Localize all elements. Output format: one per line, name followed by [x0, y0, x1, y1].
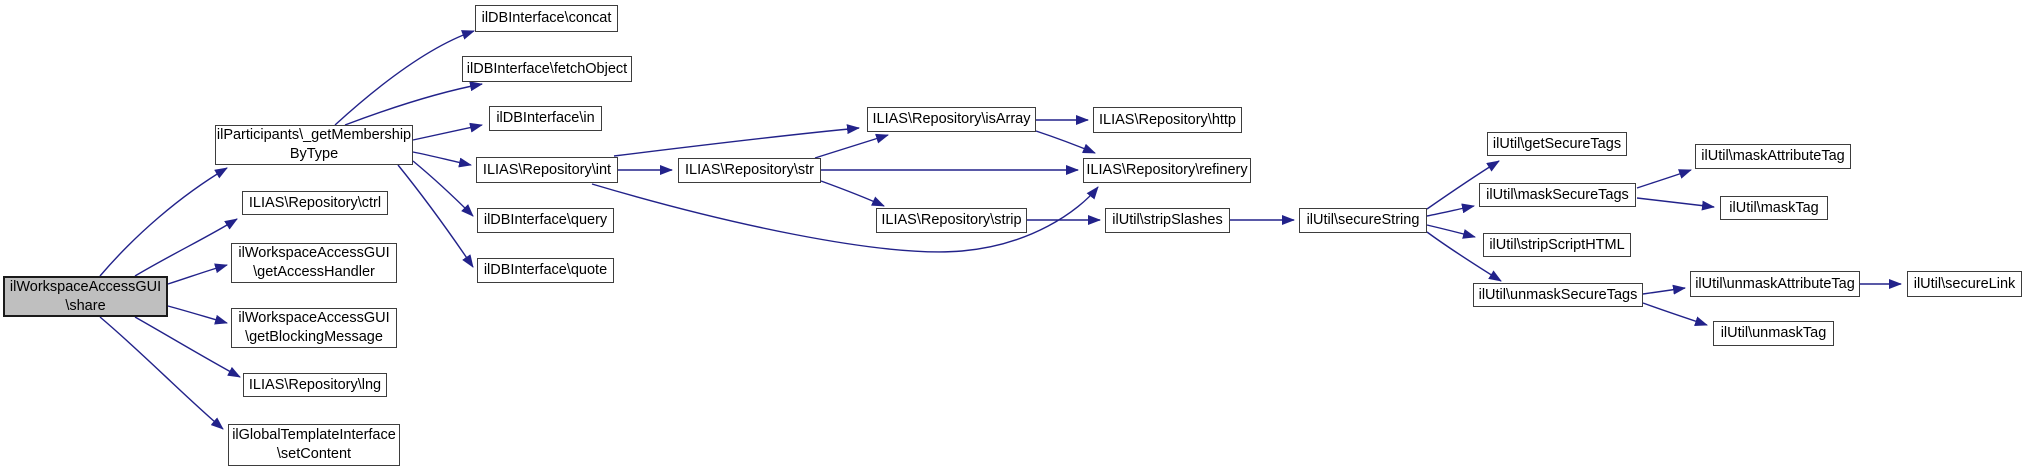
node-getAccessHandler-label-line-0: ilWorkspaceAccessGUI	[238, 245, 390, 261]
node-maskTag-label-line-0: ilUtil\maskTag	[1729, 199, 1819, 216]
node-membership-label-line-0: ilParticipants\_getMembership	[216, 127, 412, 143]
node-unmaskTag-label-line-0: ilUtil\unmaskTag	[1720, 325, 1827, 341]
edge-group	[99, 30, 1902, 430]
edge-str-to-strip	[820, 180, 885, 207]
node-quote[interactable]: ilDBInterface\quote	[477, 258, 614, 283]
node-unmaskAttributeTag[interactable]: ilUtil\unmaskAttributeTag	[1690, 271, 1860, 297]
edge-share-to-getBlockingMessage	[167, 305, 228, 325]
node-getAccessHandler-label-line-1: \getAccessHandler	[253, 264, 375, 280]
node-getBlockingMessage-label-line-0: ilWorkspaceAccessGUI	[238, 310, 390, 326]
node-getSecureTags-label-line-0: ilUtil\getSecureTags	[1492, 135, 1622, 152]
edge-int-to-refinery	[591, 183, 1099, 253]
edge-share-to-membership	[99, 167, 228, 277]
edge-secureString-to-stripScriptHTML	[1426, 224, 1476, 239]
node-query-label-line-0: ilDBInterface\query	[483, 212, 608, 228]
edge-secureString-to-getSecureTags	[1426, 160, 1500, 210]
edge-share-to-getAccessHandler	[167, 263, 228, 285]
edge-secureString-to-maskSecureTags	[1426, 203, 1475, 217]
edge-membership-to-fetchObject	[344, 81, 483, 126]
node-setContent-label-line-0: ilGlobalTemplateInterface	[232, 427, 396, 443]
node-secureString[interactable]: ilUtil\secureString	[1299, 208, 1427, 233]
node-unmaskSecureTags-label-line-0: ilUtil\unmaskSecureTags	[1478, 286, 1638, 303]
edge-unmaskSecureTags-to-unmaskTag	[1642, 302, 1708, 326]
node-share-label-line-1: \share	[65, 297, 106, 314]
node-concat[interactable]: ilDBInterface\concat	[475, 5, 618, 32]
edge-maskSecureTags-to-maskAttributeTag	[1636, 169, 1692, 189]
node-stripSlashes[interactable]: ilUtil\stripSlashes	[1105, 208, 1230, 233]
edge-membership-to-int	[412, 151, 472, 168]
node-setContent-label-line-1: \setContent	[276, 446, 352, 462]
edge-str-to-isArray	[814, 133, 889, 159]
node-concat-label-line-0: ilDBInterface\concat	[481, 10, 612, 26]
node-int-label-line-0: ILIAS\Repository\int	[482, 161, 612, 178]
node-refinery[interactable]: ILIAS\Repository\refinery	[1083, 158, 1251, 183]
node-share: ilWorkspaceAccessGUI \share	[3, 276, 168, 317]
node-fetchObject-label-line-0: ilDBInterface\fetchObject	[466, 60, 628, 77]
node-quote-label-line-0: ilDBInterface\quote	[483, 262, 608, 278]
node-ctrl-label-line-0: ILIAS\Repository\ctrl	[248, 194, 382, 211]
edge-membership-to-quote	[397, 164, 474, 268]
node-getSecureTags[interactable]: ilUtil\getSecureTags	[1487, 132, 1627, 156]
node-http-label-line-0: ILIAS\Repository\http	[1098, 111, 1236, 128]
edge-isArray-to-refinery	[1035, 130, 1096, 154]
node-getAccessHandler[interactable]: ilWorkspaceAccessGUI \getAccessHandler	[231, 243, 397, 283]
node-stripScriptHTML-label-line-0: ilUtil\stripScriptHTML	[1489, 236, 1625, 253]
node-fetchObject[interactable]: ilDBInterface\fetchObject	[462, 56, 632, 82]
node-maskSecureTags[interactable]: ilUtil\maskSecureTags	[1479, 183, 1636, 207]
node-isArray-label-line-0: ILIAS\Repository\isArray	[872, 111, 1031, 127]
node-in-label-line-0: ilDBInterface\in	[496, 110, 595, 126]
edge-share-to-ctrl	[134, 218, 238, 277]
edge-share-to-lng	[134, 316, 241, 378]
node-secureLink[interactable]: ilUtil\secureLink	[1907, 271, 2022, 297]
node-in[interactable]: ilDBInterface\in	[489, 106, 602, 131]
node-str-label-line-0: ILIAS\Repository\str	[685, 162, 814, 178]
edge-int-to-isArray	[613, 124, 860, 157]
edge-membership-to-query	[412, 160, 474, 217]
node-secureLink-label-line-0: ilUtil\secureLink	[1913, 275, 2016, 292]
edge-unmaskSecureTags-to-unmaskAttributeTag	[1642, 284, 1686, 295]
node-share-label-line-0: ilWorkspaceAccessGUI	[9, 278, 162, 295]
node-getBlockingMessage-label-line-1: \getBlockingMessage	[245, 329, 383, 345]
node-isArray[interactable]: ILIAS\Repository\isArray	[867, 107, 1036, 132]
node-secureString-label-line-0: ilUtil\secureString	[1306, 212, 1420, 228]
node-ctrl[interactable]: ILIAS\Repository\ctrl	[242, 191, 388, 215]
node-lng-label-line-0: ILIAS\Repository\lng	[248, 376, 382, 393]
node-maskTag[interactable]: ilUtil\maskTag	[1720, 196, 1828, 220]
node-unmaskAttributeTag-label-line-0: ilUtil\unmaskAttributeTag	[1695, 275, 1855, 292]
node-str[interactable]: ILIAS\Repository\str	[678, 158, 821, 183]
node-strip[interactable]: ILIAS\Repository\strip	[876, 208, 1027, 233]
node-setContent[interactable]: ilGlobalTemplateInterface \setContent	[228, 424, 400, 466]
node-maskAttributeTag-label-line-0: ilUtil\maskAttributeTag	[1701, 148, 1845, 164]
node-lng[interactable]: ILIAS\Repository\lng	[243, 373, 387, 397]
edge-secureString-to-unmaskSecureTags	[1426, 231, 1502, 282]
node-maskSecureTags-label-line-0: ilUtil\maskSecureTags	[1486, 186, 1629, 203]
node-unmaskSecureTags[interactable]: ilUtil\unmaskSecureTags	[1473, 283, 1643, 307]
edge-share-to-setContent	[99, 316, 224, 430]
node-stripSlashes-label-line-0: ilUtil\stripSlashes	[1112, 212, 1223, 228]
edge-membership-to-concat	[334, 30, 475, 126]
edge-membership-to-in	[412, 122, 483, 141]
node-unmaskTag[interactable]: ilUtil\unmaskTag	[1713, 321, 1834, 346]
node-maskAttributeTag[interactable]: ilUtil\maskAttributeTag	[1695, 144, 1851, 169]
node-membership-label-line-1: ByType	[289, 146, 339, 162]
node-http[interactable]: ILIAS\Repository\http	[1093, 107, 1242, 133]
node-int[interactable]: ILIAS\Repository\int	[476, 157, 618, 183]
edge-maskSecureTags-to-maskTag	[1636, 197, 1715, 211]
node-strip-label-line-0: ILIAS\Repository\strip	[881, 212, 1022, 228]
node-stripScriptHTML[interactable]: ilUtil\stripScriptHTML	[1483, 233, 1631, 257]
node-getBlockingMessage[interactable]: ilWorkspaceAccessGUI \getBlockingMessage	[231, 308, 397, 348]
node-query[interactable]: ilDBInterface\query	[477, 208, 614, 233]
node-refinery-label-line-0: ILIAS\Repository\refinery	[1086, 162, 1248, 178]
